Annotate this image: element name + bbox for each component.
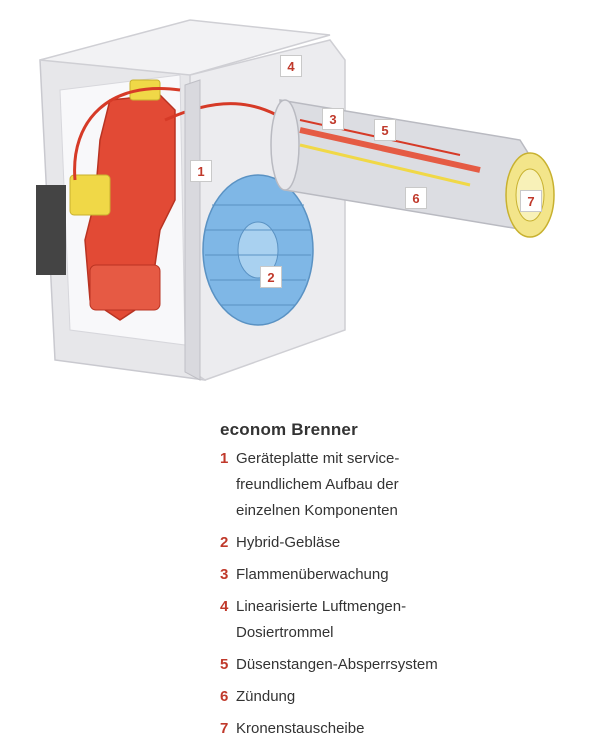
legend-item: 2 Hybrid-Gebläse xyxy=(220,532,580,558)
callout-1: 1 xyxy=(190,160,212,182)
legend-text: Hybrid-Gebläse xyxy=(236,532,340,558)
legend-number: 6 xyxy=(220,688,229,705)
legend-line: Kronenstauscheibe xyxy=(236,720,365,737)
callout-2: 2 xyxy=(260,266,282,288)
callout-4: 4 xyxy=(280,55,302,77)
legend-line: Flammenüberwachung xyxy=(236,566,389,583)
legend-line: Dosiertrommel xyxy=(236,624,334,641)
legend-item: 3 Flammenüberwachung xyxy=(220,564,580,590)
callout-6: 6 xyxy=(405,187,427,209)
legend-number: 3 xyxy=(220,566,229,583)
legend-number: 2 xyxy=(220,534,229,551)
legend-item: 4 Linearisierte Luftmengen- Dosiertrommel xyxy=(220,596,580,648)
legend-item: 6 Zündung xyxy=(220,686,580,712)
legend-item: 7 Kronenstauscheibe xyxy=(220,718,580,744)
legend-line: freundlichem Aufbau der xyxy=(236,476,399,493)
legend-number: 4 xyxy=(220,598,229,615)
legend-text: Linearisierte Luftmengen- Dosiertrommel xyxy=(236,596,406,648)
legend: econom Brenner 1 Geräteplatte mit service… xyxy=(220,420,580,750)
housing-top xyxy=(39,19,331,76)
tube-rear-ring xyxy=(270,99,300,191)
legend-text: Geräteplatte mit service-freundlichem Au… xyxy=(236,448,399,526)
callout-3: 3 xyxy=(322,108,344,130)
legend-number: 1 xyxy=(220,450,229,467)
legend-text: Kronenstauscheibe xyxy=(236,718,364,744)
legend-line: Düsenstangen-Absperrsystem xyxy=(236,656,438,673)
control-box xyxy=(36,185,66,275)
legend-text: Flammenüberwachung xyxy=(236,564,389,590)
legend-number: 5 xyxy=(220,656,229,673)
fan-hub xyxy=(237,221,279,279)
legend-line: Geräteplatte mit service- xyxy=(236,450,400,467)
burner-illustration: 1 2 3 4 5 6 7 xyxy=(36,19,555,381)
callout-7: 7 xyxy=(520,190,542,212)
legend-item: 5 Düsenstangen-Absperrsystem xyxy=(220,654,580,680)
legend-number: 7 xyxy=(220,720,229,737)
front-plate xyxy=(184,79,201,381)
legend-line: Hybrid-Gebläse xyxy=(236,534,341,551)
red-wire-1 xyxy=(73,87,181,181)
legend-list: 1 Geräteplatte mit service-freundlichem A… xyxy=(220,448,580,744)
legend-line: Linearisierte Luftmengen- xyxy=(236,598,407,615)
legend-text: Düsenstangen-Absperrsystem xyxy=(236,654,438,680)
ignition-wire xyxy=(299,143,471,187)
pump-lower-block xyxy=(89,264,161,311)
legend-text: Zündung xyxy=(236,686,295,712)
yellow-valve-left xyxy=(69,174,111,216)
nozzle-rod xyxy=(299,127,481,173)
legend-title: econom Brenner xyxy=(220,420,358,439)
legend-line: Zündung xyxy=(236,688,296,705)
callout-5: 5 xyxy=(374,119,396,141)
legend-item: 1 Geräteplatte mit service-freundlichem A… xyxy=(220,448,580,526)
legend-line: einzelnen Komponenten xyxy=(236,502,398,519)
